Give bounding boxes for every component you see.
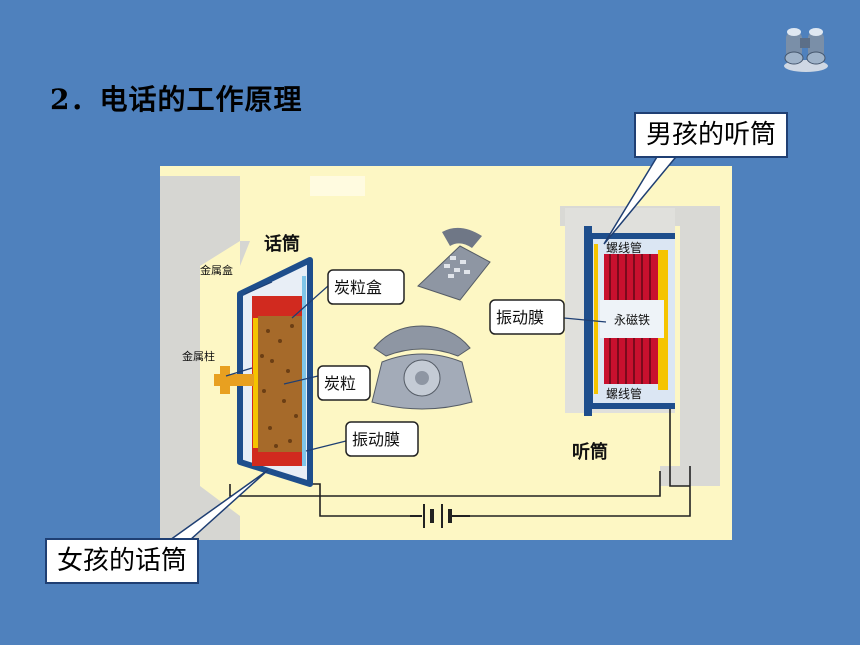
coil-top-label: 螺线管 bbox=[606, 240, 642, 255]
coil-top bbox=[604, 254, 658, 300]
desk-phone-icon bbox=[417, 227, 491, 301]
binoculars-icon bbox=[784, 28, 828, 72]
carbon-grains-label: 炭粒 bbox=[324, 374, 356, 393]
mic-diaphragm-label: 振动膜 bbox=[352, 430, 400, 449]
rotary-phone-icon bbox=[371, 325, 473, 410]
telephone-diagram: 话筒 听筒 金属盒 金属柱 炭粒盒 炭粒 振动膜 振动膜 螺线管 螺线管 永磁铁 bbox=[160, 176, 720, 540]
slide-title: 2．电话的工作原理 bbox=[50, 83, 303, 116]
diagram-panel: 话筒 听筒 金属盒 金属柱 炭粒盒 炭粒 振动膜 振动膜 螺线管 螺线管 永磁铁 bbox=[160, 166, 732, 540]
metal-post-label: 金属柱 bbox=[182, 349, 215, 363]
receiver-assembly bbox=[584, 226, 675, 416]
carbon-box-label: 炭粒盒 bbox=[334, 278, 382, 297]
receiver-label: 听筒 bbox=[572, 441, 608, 463]
magnet-label: 永磁铁 bbox=[614, 312, 650, 327]
coil-bottom bbox=[604, 338, 658, 384]
boy-receiver-callout: 男孩的听筒 bbox=[634, 112, 789, 158]
receiver-diaphragm-label: 振动膜 bbox=[496, 308, 544, 327]
metal-box-label: 金属盒 bbox=[200, 263, 233, 277]
battery-icon bbox=[410, 504, 470, 528]
coil-bottom-label: 螺线管 bbox=[606, 386, 642, 401]
mic-label: 话筒 bbox=[264, 233, 300, 255]
microphone-assembly bbox=[214, 257, 313, 487]
girl-mic-callout: 女孩的话筒 bbox=[45, 538, 200, 584]
